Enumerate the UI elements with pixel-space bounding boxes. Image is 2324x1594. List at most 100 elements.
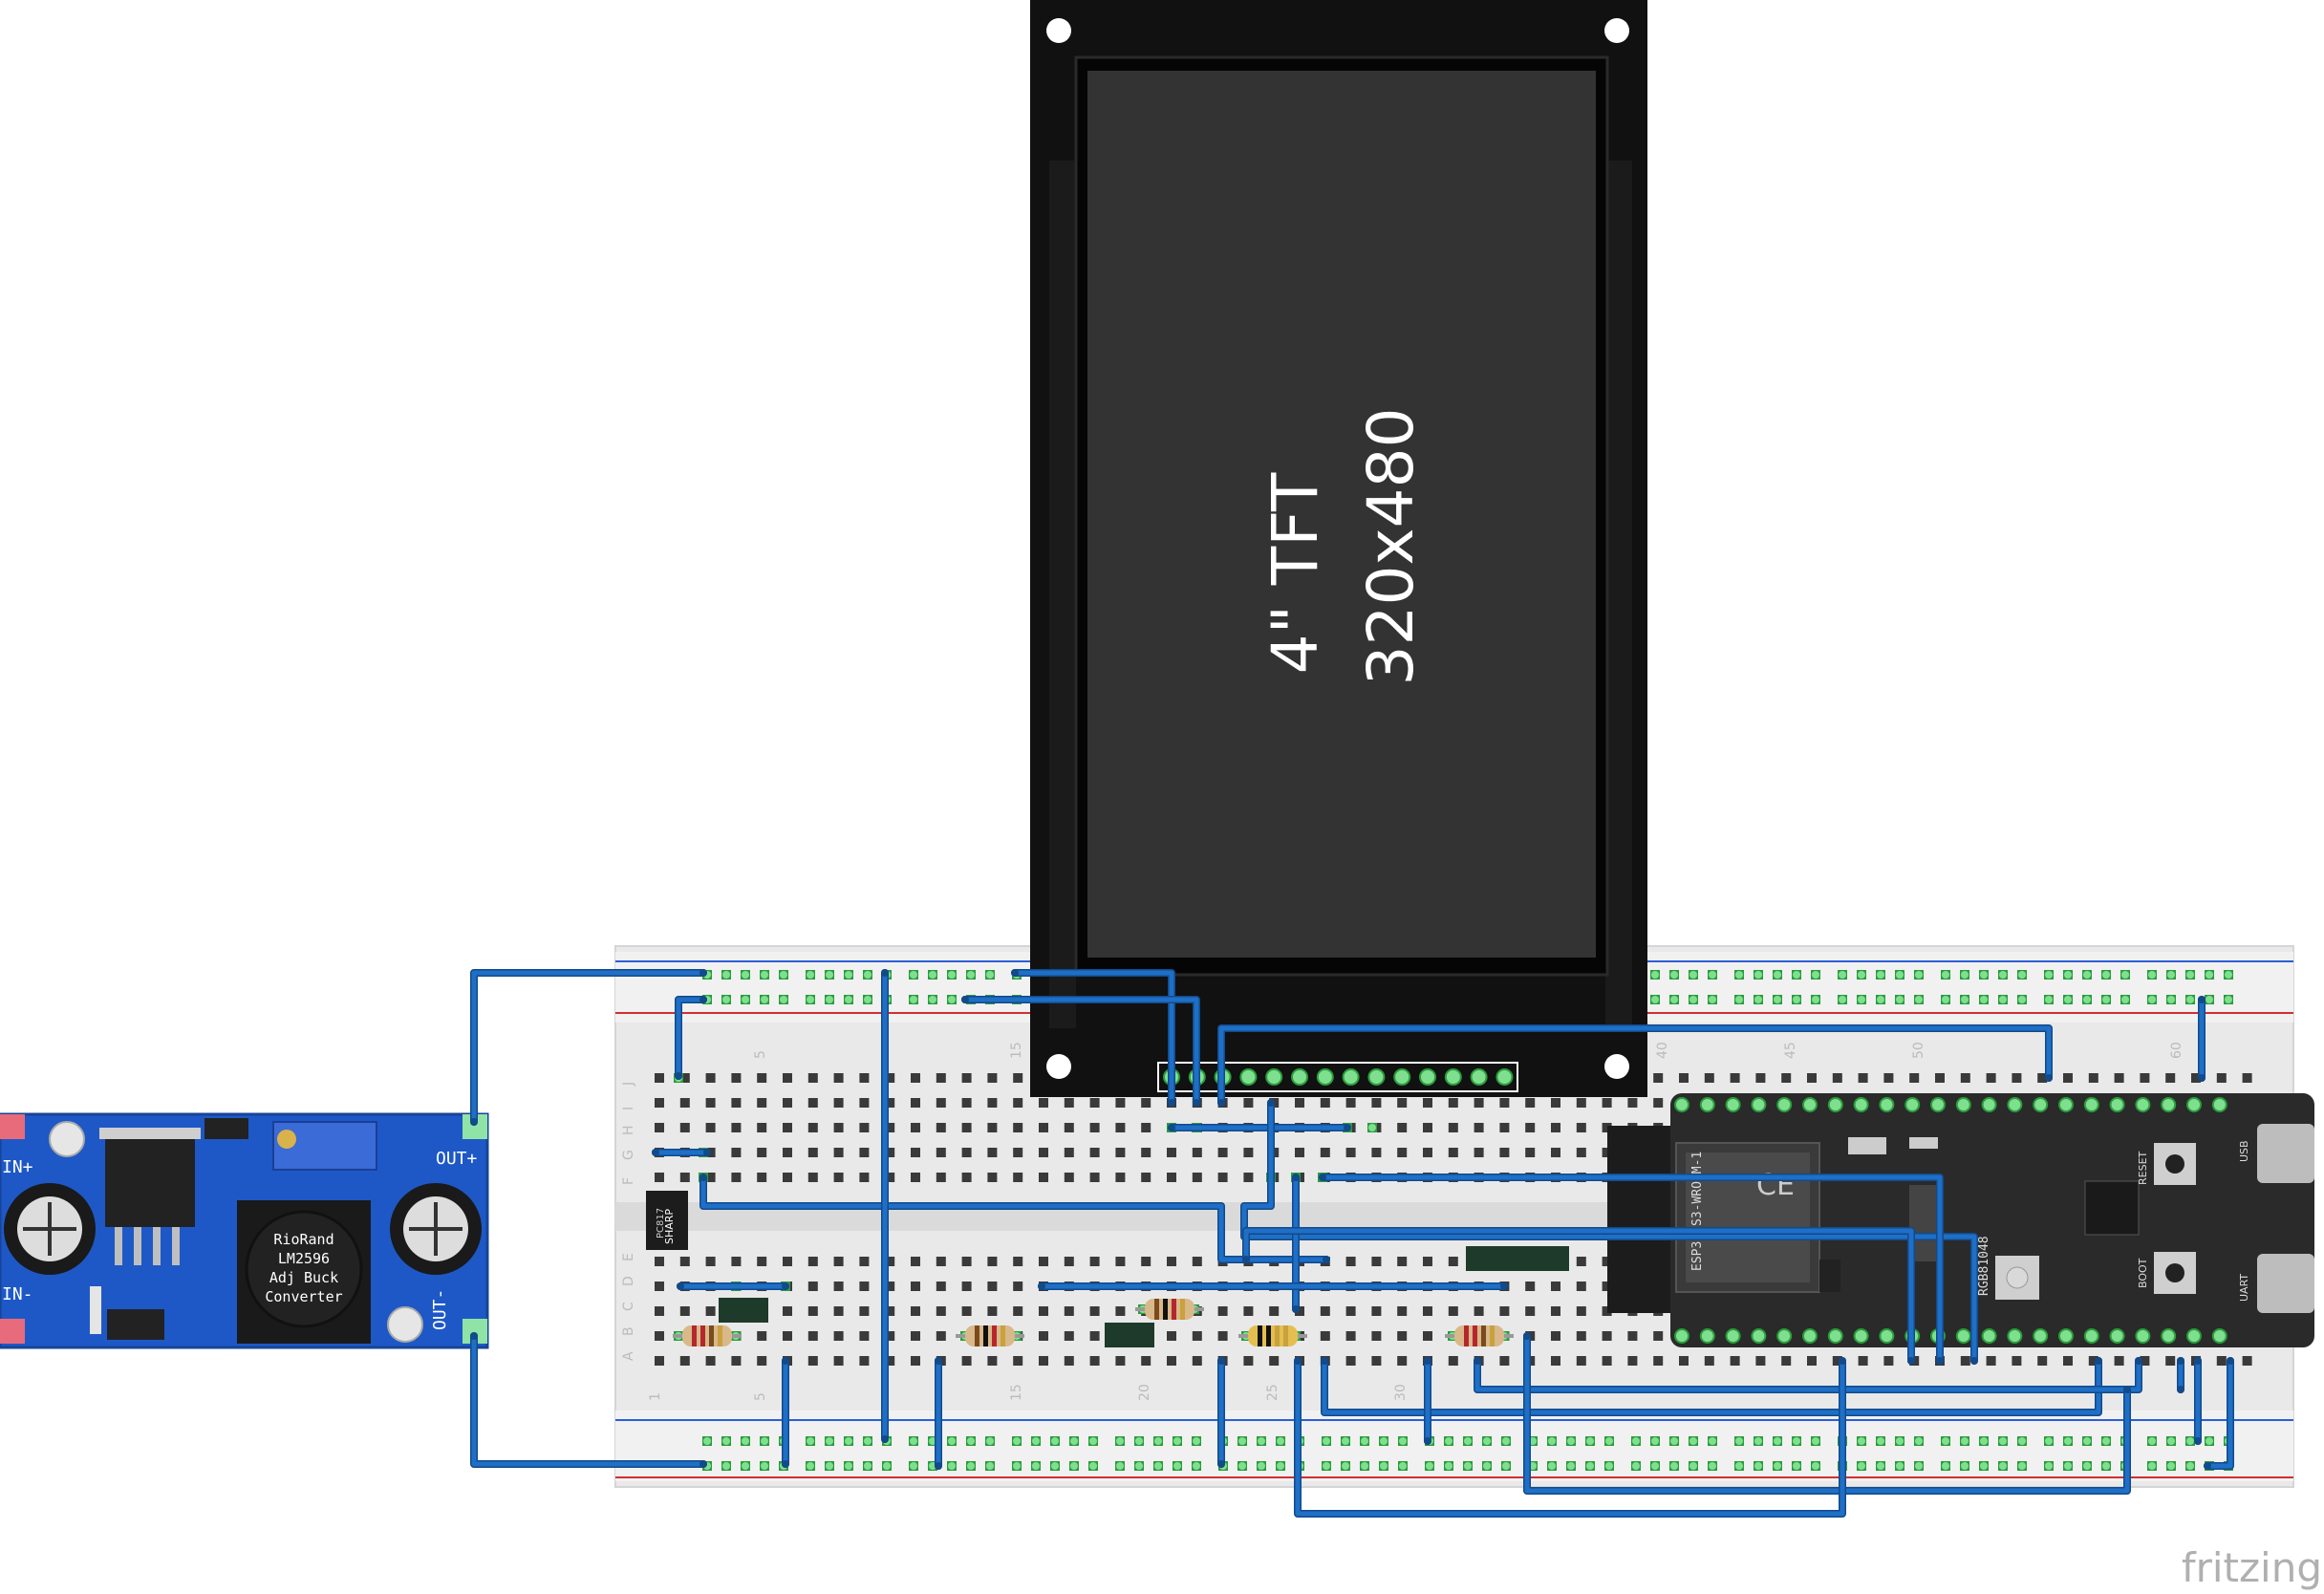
breadboard-hole bbox=[1960, 1356, 1970, 1366]
breadboard-hole bbox=[2044, 995, 2054, 1004]
breadboard-hole bbox=[2185, 1461, 2195, 1471]
breadboard-hole bbox=[760, 1461, 769, 1471]
breadboard-hole bbox=[1773, 970, 1782, 980]
breadboard-hole bbox=[987, 1356, 998, 1366]
breadboard-hole bbox=[705, 1123, 716, 1132]
breadboard-hole bbox=[844, 995, 853, 1004]
esp32-pin bbox=[2058, 1097, 2074, 1112]
breadboard-hole bbox=[1576, 1123, 1586, 1132]
breadboard-hole bbox=[1669, 970, 1679, 980]
breadboard-hole bbox=[911, 1123, 920, 1132]
breadboard-hole bbox=[1773, 995, 1782, 1004]
esp32-pins bbox=[1674, 1097, 2227, 1344]
resistor bbox=[1445, 1325, 1514, 1346]
breadboard-hole bbox=[936, 1173, 946, 1182]
wires bbox=[470, 969, 2234, 1518]
wire bbox=[1038, 1282, 1508, 1290]
breadboard-hole bbox=[1423, 1098, 1432, 1108]
col-number-5: 5 bbox=[753, 1050, 768, 1059]
wire bbox=[2198, 996, 2206, 1082]
trim-screw-icon bbox=[277, 1130, 296, 1149]
headers bbox=[719, 1126, 1670, 1347]
breadboard-hole bbox=[863, 995, 872, 1004]
esp32-pin bbox=[1776, 1097, 1793, 1112]
breadboard-hole bbox=[1115, 1436, 1125, 1446]
breadboard-hole bbox=[2166, 995, 2176, 1004]
breadboard-hole bbox=[825, 1461, 834, 1471]
breadboard-hole bbox=[2082, 970, 2092, 980]
breadboard-hole bbox=[1689, 1436, 1698, 1446]
breadboard-hole bbox=[1448, 1356, 1458, 1366]
esp32-pin bbox=[2033, 1328, 2049, 1344]
row-letter-i: I bbox=[621, 1107, 636, 1110]
wire bbox=[1474, 1357, 2142, 1393]
breadboard-hole bbox=[1914, 1461, 1924, 1471]
breadboard-hole bbox=[936, 1306, 946, 1316]
usb-port[interactable] bbox=[2257, 1124, 2314, 1183]
tft-resolution-label: 320x480 bbox=[1354, 407, 1428, 685]
breadboard-hole bbox=[655, 1257, 664, 1266]
breadboard-hole bbox=[885, 1173, 895, 1182]
opto-part-label: PC817 bbox=[656, 1208, 666, 1239]
breadboard-hole bbox=[2037, 1073, 2048, 1083]
breadboard-hole bbox=[679, 1073, 690, 1083]
breadboard-hole bbox=[1602, 1282, 1612, 1291]
breadboard-hole bbox=[1423, 1123, 1432, 1132]
breadboard-hole bbox=[1807, 1356, 1817, 1366]
breadboard-hole bbox=[1585, 1436, 1595, 1446]
row-letter-j: J bbox=[621, 1082, 636, 1087]
breadboard-hole bbox=[1237, 1436, 1247, 1446]
breadboard-hole bbox=[825, 1436, 834, 1446]
breadboard-hole bbox=[833, 1257, 844, 1266]
breadboard-hole bbox=[1088, 1436, 1098, 1446]
breadboard-hole bbox=[1730, 1356, 1740, 1366]
breadboard-hole bbox=[859, 1356, 870, 1366]
breadboard-hole bbox=[705, 1356, 716, 1366]
esp32-pin bbox=[2135, 1328, 2151, 1344]
resistor bbox=[673, 1325, 742, 1346]
resistor bbox=[1135, 1299, 1204, 1320]
breadboard-hole bbox=[859, 1331, 870, 1341]
breadboard-hole bbox=[1243, 1356, 1254, 1366]
breadboard-hole bbox=[1371, 1148, 1382, 1157]
breadboard-hole bbox=[1551, 1331, 1560, 1341]
breadboard-hole bbox=[863, 970, 872, 980]
breadboard-hole bbox=[1141, 1098, 1151, 1108]
breadboard-hole bbox=[1167, 1148, 1176, 1157]
esp32-pin bbox=[1879, 1097, 1895, 1112]
breadboard-hole bbox=[1192, 1148, 1202, 1157]
breadboard-hole bbox=[1039, 1356, 1048, 1366]
breadboard-hole bbox=[1858, 1073, 1868, 1083]
breadboard-hole bbox=[1679, 1073, 1689, 1083]
breadboard-hole bbox=[1089, 1257, 1100, 1266]
breadboard-hole bbox=[961, 1123, 972, 1132]
breadboard-hole bbox=[1734, 1436, 1744, 1446]
breadboard-hole bbox=[1322, 1436, 1331, 1446]
breadboard-hole bbox=[2191, 1073, 2201, 1083]
breadboard-hole bbox=[1269, 1306, 1280, 1316]
wire bbox=[2204, 1357, 2234, 1470]
breadboard-hole bbox=[1960, 1461, 1969, 1471]
breadboard-hole bbox=[2017, 1461, 2027, 1471]
breadboard-hole bbox=[783, 1148, 792, 1157]
breadboard-hole bbox=[1857, 970, 1866, 980]
breadboard-hole bbox=[1998, 995, 2008, 1004]
wire bbox=[881, 969, 889, 1443]
breadboard-hole bbox=[833, 1148, 844, 1157]
breadboard-hole bbox=[1217, 1331, 1228, 1341]
breadboard-hole bbox=[859, 1123, 870, 1132]
wire bbox=[1523, 1332, 2131, 1495]
breadboard-hole bbox=[783, 1123, 792, 1132]
breadboard-hole bbox=[1566, 1461, 1576, 1471]
breadboard-hole bbox=[1773, 1461, 1782, 1471]
uart-port[interactable] bbox=[2257, 1254, 2314, 1313]
breadboard-hole bbox=[2114, 1073, 2124, 1083]
wire bbox=[1217, 1357, 1225, 1468]
breadboard-hole bbox=[1883, 1356, 1894, 1366]
breadboard-hole bbox=[1064, 1306, 1074, 1316]
breadboard-hole bbox=[1551, 1282, 1560, 1291]
breadboard-hole bbox=[1115, 1461, 1125, 1471]
breadboard-hole bbox=[947, 1461, 957, 1471]
breadboard-hole bbox=[2165, 1356, 2176, 1366]
breadboard-hole bbox=[1257, 1461, 1266, 1471]
